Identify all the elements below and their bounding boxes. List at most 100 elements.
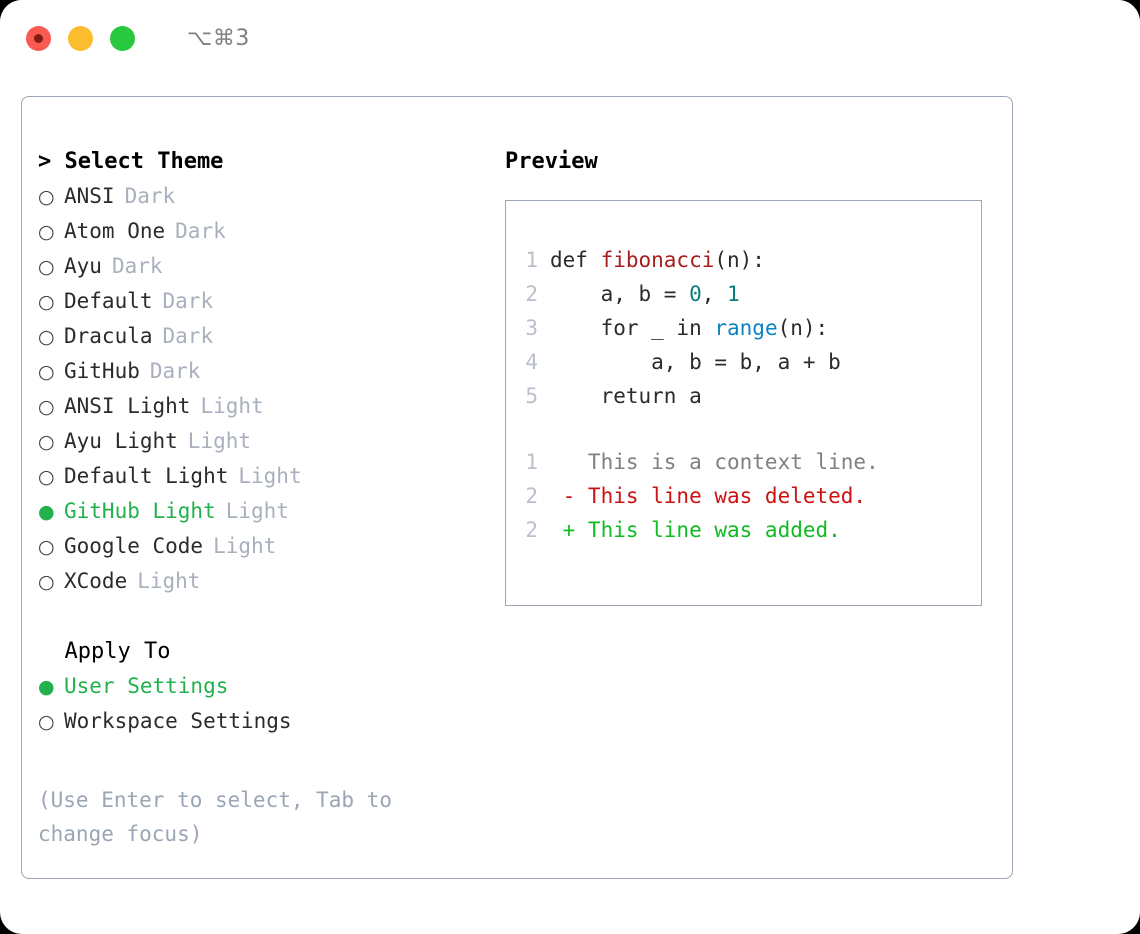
apply-to-header: Apply To — [38, 639, 171, 664]
radio-unselected-icon: ○ — [38, 186, 55, 208]
diff-line: 2 - This line was deleted. — [520, 479, 981, 513]
theme-option-tag: Dark — [111, 254, 163, 278]
apply-to-list[interactable]: ● User Settings ○ Workspace Settings — [38, 669, 487, 739]
title-bar: ⌥⌘3 — [0, 0, 1140, 76]
theme-option-label: Atom One — [64, 219, 166, 243]
code-text: return a — [550, 379, 702, 413]
theme-option-tag: Light — [213, 534, 277, 558]
select-theme-header: > Select Theme — [38, 149, 224, 174]
theme-option-tag: Dark — [149, 359, 201, 383]
line-number: 5 — [525, 384, 538, 408]
code-text: a, b = 0, 1 — [550, 277, 740, 311]
radio-unselected-icon: ○ — [38, 536, 55, 558]
code-text: for _ in range(n): — [550, 311, 829, 345]
radio-selected-icon: ● — [38, 501, 55, 523]
token-plain: a, b = — [550, 282, 690, 306]
diff-text: - This line was deleted. — [550, 479, 866, 513]
token-plain: return a — [550, 384, 702, 408]
close-dot-icon — [34, 33, 43, 43]
radio-unselected-icon: ○ — [38, 291, 55, 313]
code-text: a, b = b, a + b — [550, 345, 841, 379]
preview-title: Preview — [505, 149, 598, 174]
line-number: 2 — [525, 518, 538, 542]
code-line: 5 return a — [520, 379, 981, 413]
radio-unselected-icon: ○ — [38, 571, 55, 593]
theme-option-label: Ayu Light — [64, 429, 178, 453]
theme-option-tag: Light — [238, 464, 302, 488]
theme-option-label: Default Light — [64, 464, 229, 488]
theme-option-6[interactable]: ○ ANSI Light Light — [38, 389, 487, 424]
code-diff-spacer — [520, 413, 981, 445]
line-number: 2 — [525, 282, 538, 306]
apply-option-label: Workspace Settings — [64, 709, 292, 733]
diff-text: + This line was added. — [550, 513, 841, 547]
theme-option-tag: Light — [200, 394, 264, 418]
diff-sample: 1 This is a context line.2 - This line w… — [520, 445, 981, 547]
token-deleted: - This line was deleted. — [550, 484, 867, 508]
theme-option-0[interactable]: ○ ANSI Dark — [38, 179, 487, 214]
theme-option-label: GitHub — [64, 359, 140, 383]
theme-option-11[interactable]: ○ XCode Light — [38, 564, 487, 599]
token-plain: (n): — [777, 316, 829, 340]
token-plain: for _ in — [550, 316, 715, 340]
theme-option-8[interactable]: ○ Default Light Light — [38, 459, 487, 494]
radio-unselected-icon: ○ — [38, 326, 55, 348]
theme-option-tag: Dark — [162, 289, 214, 313]
theme-option-tag: Dark — [124, 184, 176, 208]
apply-option-label: User Settings — [64, 674, 229, 698]
apply-option-1[interactable]: ○ Workspace Settings — [38, 704, 487, 739]
token-added: + This line was added. — [550, 518, 841, 542]
radio-selected-icon: ● — [38, 676, 55, 698]
theme-option-label: Google Code — [64, 534, 204, 558]
theme-option-label: ANSI — [64, 184, 115, 208]
close-button[interactable] — [26, 25, 51, 51]
radio-unselected-icon: ○ — [38, 711, 55, 733]
theme-option-tag: Light — [187, 429, 252, 453]
code-text: def fibonacci(n): — [550, 243, 765, 277]
theme-option-label: XCode — [64, 569, 128, 593]
radio-unselected-icon: ○ — [38, 431, 55, 453]
radio-unselected-icon: ○ — [38, 256, 55, 278]
token-number: 0 — [689, 282, 702, 306]
theme-option-label: Dracula — [64, 324, 153, 348]
theme-option-5[interactable]: ○ GitHub Dark — [38, 354, 487, 389]
line-number: 4 — [525, 350, 538, 374]
theme-option-label: ANSI Light — [64, 394, 191, 418]
traffic-lights — [26, 25, 135, 51]
radio-unselected-icon: ○ — [38, 221, 55, 243]
token-builtin: range — [714, 316, 778, 340]
radio-unselected-icon: ○ — [38, 361, 55, 383]
diff-line: 1 This is a context line. — [520, 445, 981, 479]
line-number: 2 — [525, 484, 538, 508]
maximize-button[interactable] — [110, 25, 135, 51]
apply-option-0[interactable]: ● User Settings — [38, 669, 487, 704]
radio-unselected-icon: ○ — [38, 466, 55, 488]
keyboard-hint-text: (Use Enter to select, Tab to change focu… — [38, 788, 393, 846]
theme-option-label: Ayu — [64, 254, 102, 278]
theme-option-2[interactable]: ○ Ayu Dark — [38, 249, 487, 284]
line-number: 3 — [525, 316, 538, 340]
theme-option-3[interactable]: ○ Default Dark — [38, 284, 487, 319]
theme-option-10[interactable]: ○ Google Code Light — [38, 529, 487, 564]
token-plain: (n): — [714, 248, 765, 272]
theme-option-tag: Light — [225, 499, 289, 523]
theme-option-label: Default — [64, 289, 153, 313]
minimize-button[interactable] — [68, 25, 93, 51]
theme-option-7[interactable]: ○ Ayu Light Light — [38, 424, 487, 459]
token-func: fibonacci — [600, 248, 715, 272]
keyboard-shortcut-label: ⌥⌘3 — [187, 25, 250, 51]
radio-unselected-icon: ○ — [38, 396, 55, 418]
theme-option-tag: Light — [137, 569, 201, 593]
diff-line: 2 + This line was added. — [520, 513, 981, 547]
token-plain: , — [701, 282, 728, 306]
